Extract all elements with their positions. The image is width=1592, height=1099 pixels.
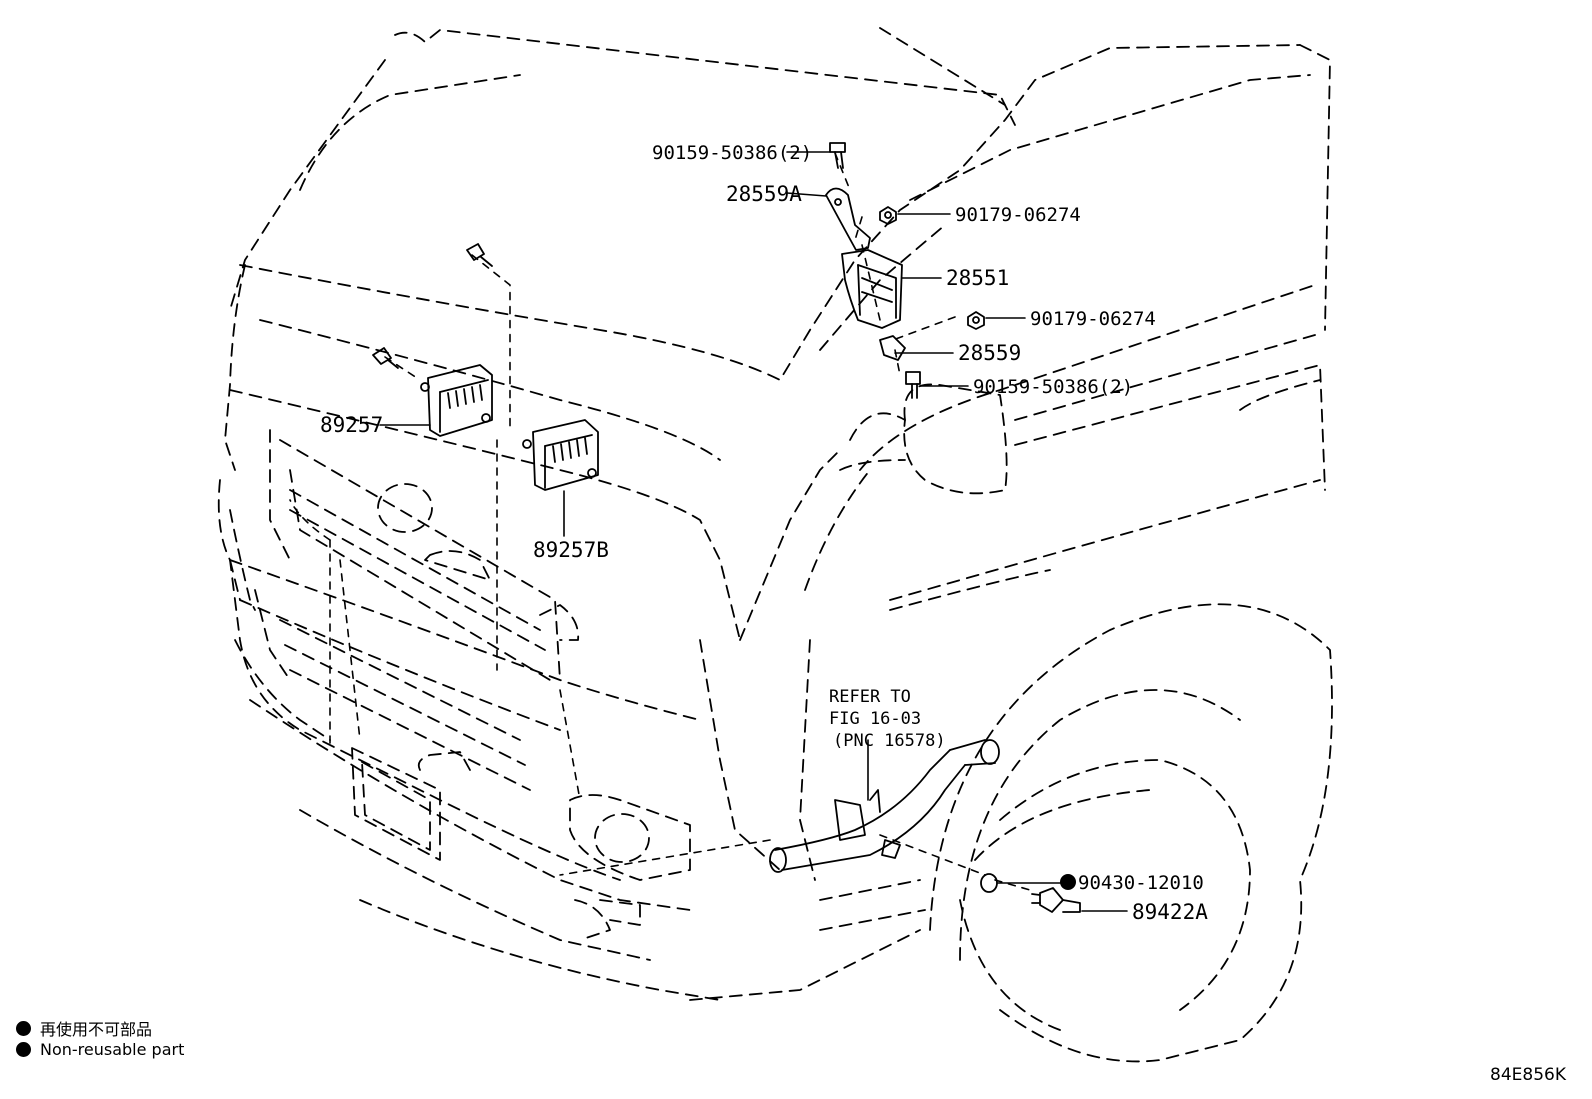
part-label-gasket: 90430-12010 — [1078, 872, 1204, 894]
non-reusable-dot-icon — [16, 1042, 31, 1057]
non-reusable-dot-icon — [16, 1020, 31, 1036]
bracket-a-shape — [825, 187, 871, 251]
screw-icon — [372, 347, 399, 369]
part-label-bracket: 28559 — [958, 341, 1022, 365]
relay-right-shape — [522, 419, 599, 491]
bolt-icon — [829, 142, 846, 169]
nut-icon — [967, 311, 985, 330]
part-drawings — [372, 142, 1081, 913]
relay-left-shape — [420, 364, 493, 437]
legend-en-text: Non-reusable part — [40, 1040, 185, 1059]
reference-line-1: REFER TO — [829, 687, 911, 707]
assembly-leader-lines — [289, 152, 1031, 891]
nut-icon — [879, 206, 897, 225]
legend-jp: 再使用不可部品 — [16, 1016, 152, 1040]
reference-line-3: (PNC 16578) — [833, 731, 946, 751]
reference-line-2: FIG 16-03 — [829, 709, 922, 729]
label-leaders — [379, 151, 1128, 912]
water-pipe-shape — [769, 739, 1000, 873]
part-label-bolt-bottom: 90159-50386(2) — [973, 376, 1134, 398]
part-label-nut-mid: 90179-06274 — [1030, 308, 1156, 330]
screw-icon — [466, 243, 493, 267]
diagram-code: 84E856K — [1490, 1065, 1566, 1085]
part-label-relay-left: 89257 — [320, 413, 384, 437]
module-shape — [841, 249, 903, 329]
gasket-shape — [980, 873, 998, 893]
legend-en: Non-reusable part — [16, 1040, 184, 1059]
part-label-bracket-a: 28559A — [726, 182, 802, 206]
part-label-bolt-top: 90159-50386(2) — [652, 142, 813, 164]
legend-jp-text: 再使用不可部品 — [40, 1020, 153, 1039]
vehicle-body-outline — [217, 27, 1333, 1063]
bracket-shape — [879, 335, 906, 361]
part-label-module: 28551 — [946, 266, 1010, 290]
bolt-icon — [905, 371, 921, 399]
part-label-sensor: 89422A — [1132, 900, 1208, 924]
part-label-relay-right: 89257B — [533, 538, 609, 562]
sensor-shape — [1031, 887, 1081, 913]
part-label-nut-top: 90179-06274 — [955, 204, 1081, 226]
non-reusable-marker — [1060, 874, 1076, 890]
